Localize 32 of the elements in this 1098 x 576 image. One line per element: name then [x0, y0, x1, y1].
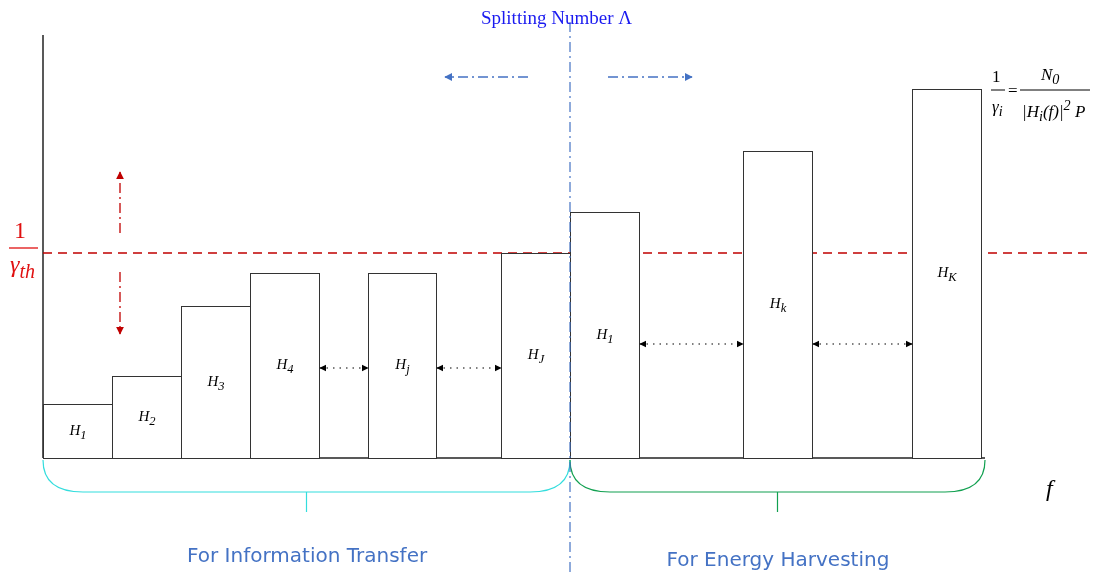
channel-bar	[43, 404, 113, 459]
double-arrow	[319, 364, 369, 372]
double-arrow	[436, 364, 502, 372]
channel-bar	[743, 151, 813, 459]
bar-label: H$_{3}$	[207, 372, 225, 393]
double-arrow	[639, 340, 744, 348]
threshold-denominator: γ$_{th}$	[10, 252, 36, 281]
channel-bar	[501, 253, 571, 459]
section-label: For Energy Harvesting	[666, 549, 890, 569]
equals-sign: =	[1008, 82, 1018, 99]
channel-bar	[912, 89, 982, 459]
channel-bar	[368, 273, 437, 459]
bar-label: H$_{1}$	[596, 325, 614, 346]
section-label: For Information Transfer	[187, 545, 428, 565]
double-arrow	[812, 340, 913, 348]
bar-label: H$_{4}$	[276, 355, 294, 377]
channel-bar	[181, 306, 251, 459]
formula-denominator: γ$_{i}$	[992, 98, 1003, 119]
channel-bar	[250, 273, 320, 459]
channel-bar	[112, 376, 182, 459]
formula-denominator: |H$_{i}$(f)|$^{2}$ P	[1022, 98, 1086, 124]
formula-numerator: N$_{0}$	[1041, 66, 1060, 87]
bar-label: H$_{K}$	[937, 263, 957, 285]
bar-label: H$_{2}$	[138, 407, 156, 428]
threshold-numerator: 1	[14, 218, 26, 242]
bar-label: H$_{J}$	[527, 345, 545, 367]
bar-label: H$_{k}$	[769, 294, 787, 316]
formula-numerator: 1	[992, 68, 1001, 85]
channel-bar	[570, 212, 640, 459]
bar-label: H$_{j}$	[395, 355, 410, 377]
split-title: Splitting Number Λ	[481, 8, 632, 27]
bar-label: H$_{1}$	[69, 421, 87, 442]
